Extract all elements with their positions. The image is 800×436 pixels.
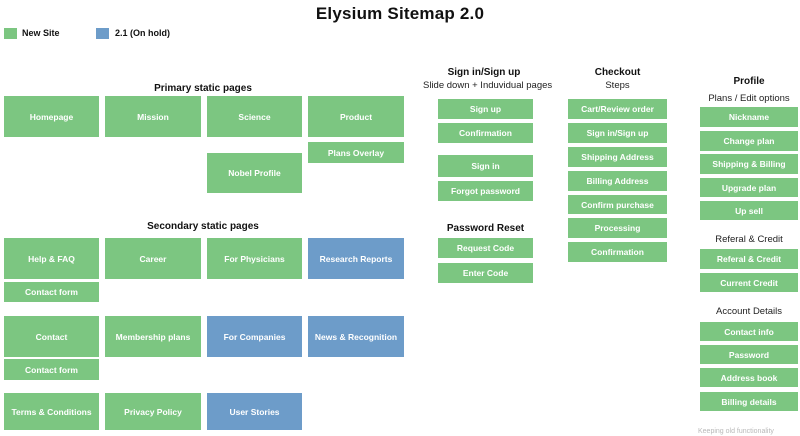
node-membership-plans: Membership plans — [105, 316, 201, 357]
node-science: Science — [207, 96, 302, 137]
node-mission: Mission — [105, 96, 201, 137]
section-header-primary: Primary static pages — [154, 83, 252, 94]
node-checkout-signin: Sign in/Sign up — [568, 123, 667, 143]
node-homepage: Homepage — [4, 96, 99, 137]
node-billing-details: Billing details — [700, 392, 798, 411]
node-shipping-address: Shipping Address — [568, 147, 667, 167]
node-referal-credit: Referal & Credit — [700, 249, 798, 269]
node-signup-confirmation: Confirmation — [438, 123, 533, 143]
node-checkout-confirmation: Confirmation — [568, 242, 667, 262]
legend-label-new-site: New Site — [22, 28, 60, 38]
legend-label-on-hold: 2.1 (On hold) — [115, 28, 170, 38]
node-plans-overlay: Plans Overlay — [308, 142, 404, 163]
node-request-code: Request Code — [438, 238, 533, 258]
node-terms-conditions: Terms & Conditions — [4, 393, 99, 430]
node-shipping-billing: Shipping & Billing — [700, 154, 798, 174]
section-header-signin: Sign in/Sign up — [447, 67, 521, 78]
node-user-stories: User Stories — [207, 393, 302, 430]
node-contact-form-2: Contact form — [4, 359, 99, 380]
node-sign-up: Sign up — [438, 99, 533, 119]
section-header-profile: Profile — [733, 76, 765, 87]
section-header-password-reset: Password Reset — [446, 223, 525, 234]
subheader-plans-edit-options: Plans / Edit options — [708, 93, 790, 104]
subheader-account-details: Account Details — [715, 306, 782, 317]
section-subheader-checkout: Steps — [605, 80, 630, 91]
node-product: Product — [308, 96, 404, 137]
node-sign-in: Sign in — [438, 155, 533, 177]
node-for-companies: For Companies — [207, 316, 302, 357]
node-confirm-purchase: Confirm purchase — [568, 195, 667, 214]
node-career: Career — [105, 238, 201, 279]
node-help-faq: Help & FAQ — [4, 238, 99, 279]
section-header-secondary: Secondary static pages — [147, 221, 259, 232]
node-billing-address: Billing Address — [568, 171, 667, 191]
subheader-referal-credit: Referal & Credit — [715, 234, 783, 245]
node-cart-review-order: Cart/Review order — [568, 99, 667, 119]
node-nobel-profile: Nobel Profile — [207, 153, 302, 193]
node-for-physicians: For Physicians — [207, 238, 302, 279]
node-forgot-password: Forgot password — [438, 181, 533, 201]
legend-swatch-new-site — [4, 28, 17, 39]
section-header-checkout: Checkout — [594, 67, 641, 78]
node-change-plan: Change plan — [700, 131, 798, 151]
section-subheader-signin: Slide down + Induvidual pages — [423, 80, 553, 91]
node-upgrade-plan: Upgrade plan — [700, 178, 798, 197]
node-up-sell: Up sell — [700, 201, 798, 220]
node-nickname: Nickname — [700, 107, 798, 127]
node-address-book: Address book — [700, 368, 798, 387]
legend-swatch-on-hold — [96, 28, 109, 39]
footnote-text: Keeping old functionality — [698, 428, 774, 435]
node-contact-form-1: Contact form — [4, 282, 99, 302]
node-contact-info: Contact info — [700, 322, 798, 341]
node-enter-code: Enter Code — [438, 263, 533, 283]
node-password: Password — [700, 345, 798, 364]
node-processing: Processing — [568, 218, 667, 238]
node-privacy-policy: Privacy Policy — [105, 393, 201, 430]
node-news-recognition: News & Recognition — [308, 316, 404, 357]
node-current-credit: Current Credit — [700, 273, 798, 292]
node-contact: Contact — [4, 316, 99, 357]
node-research-reports: Research Reports — [308, 238, 404, 279]
page-title: Elysium Sitemap 2.0 — [315, 4, 485, 23]
